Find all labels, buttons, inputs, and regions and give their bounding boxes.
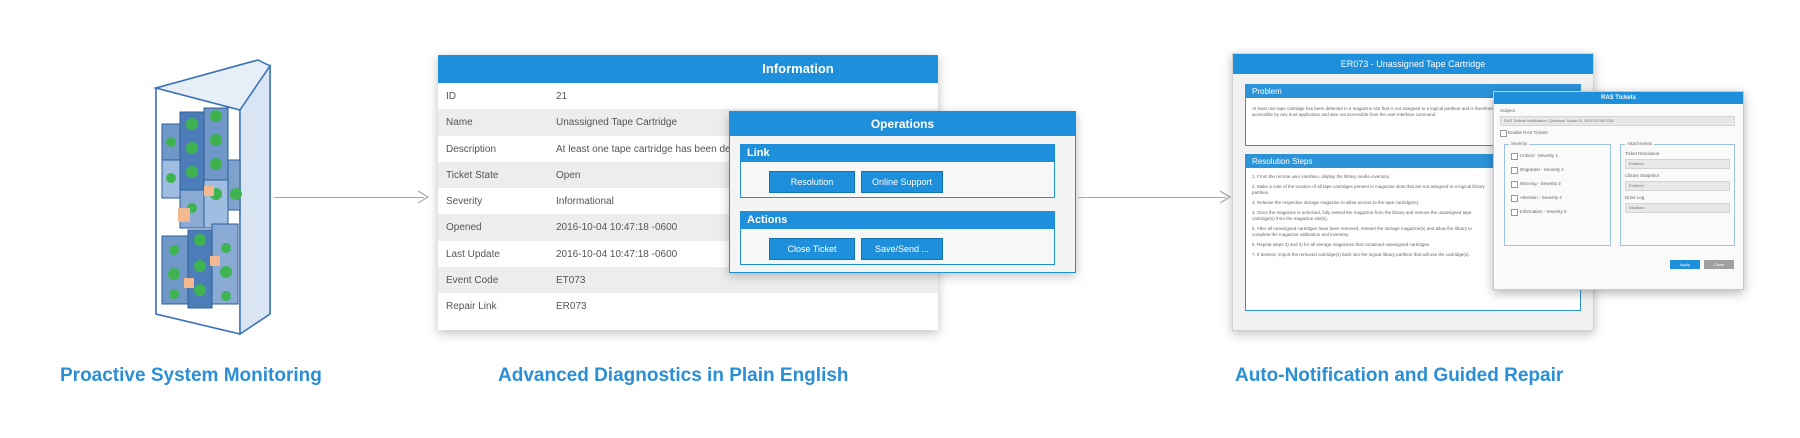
apply-button[interactable]: Apply <box>1670 260 1700 269</box>
server-rack-illustration <box>140 52 280 342</box>
severity-checkbox[interactable] <box>1511 153 1518 160</box>
info-value: 21 <box>556 91 568 102</box>
severity-checkbox[interactable] <box>1511 167 1518 174</box>
enable-checkbox[interactable] <box>1500 130 1507 137</box>
actions-group-title: Actions <box>741 212 1054 229</box>
severity-title: Severity <box>1509 141 1530 147</box>
enable-label: Enable RAS Tickets <box>1508 130 1548 135</box>
severity-label: Degraded - Severity 2 <box>1520 167 1564 172</box>
resolution-step: 1. From the remote user interface, displ… <box>1252 174 1391 179</box>
resolution-step: 7. If desired, import the removed cartri… <box>1252 252 1470 257</box>
operations-panel: Operations Link Resolution Online Suppor… <box>729 111 1076 273</box>
severity-label: Warning - Severity 3 <box>1520 181 1561 186</box>
link-group-title: Link <box>741 145 1054 162</box>
caption-diagnostics: Advanced Diagnostics in Plain English <box>498 365 849 386</box>
info-key: Ticket State <box>446 169 499 181</box>
ticket-resolution-select[interactable]: Enabled <box>1625 159 1730 169</box>
subject-label: Subject <box>1500 108 1516 113</box>
info-key: Repair Link <box>446 301 497 313</box>
info-key: Opened <box>446 222 482 234</box>
severity-checkbox[interactable] <box>1511 181 1518 188</box>
resolution-button[interactable]: Resolution <box>769 171 855 193</box>
arrow-right-icon <box>417 190 430 204</box>
severity-checkbox[interactable] <box>1511 209 1518 216</box>
ras-tickets-dialog: RAS Tickets Subject RAS Tickets Notifica… <box>1493 91 1744 290</box>
resolution-step: 5. After all unassigned cartridges have … <box>1252 226 1472 237</box>
resolution-step: 2. Make a note of the location of all ta… <box>1252 184 1485 195</box>
close-button[interactable]: Close <box>1704 260 1734 269</box>
info-key: Description <box>446 143 497 155</box>
info-key: Event Code <box>446 275 499 287</box>
library-snapshot-select[interactable]: Enabled <box>1625 181 1730 191</box>
info-value: ET073 <box>556 275 586 287</box>
link-group: Link Resolution Online Support <box>740 144 1055 198</box>
severity-label: Critical - Severity 1 <box>1520 153 1558 158</box>
info-value: Informational <box>556 196 614 208</box>
save-send-button[interactable]: Save/Send ... <box>861 238 943 260</box>
resolution-step: 6. Repeat steps 3) and 4) for all storag… <box>1252 242 1431 247</box>
info-row: Repair Link ER073 <box>438 293 938 320</box>
info-value: Open <box>556 169 581 181</box>
repair-title: ER073 - Unassigned Tape Cartridge <box>1233 54 1593 74</box>
arrow-line <box>274 197 424 198</box>
info-key: Severity <box>446 196 483 208</box>
severity-checkbox[interactable] <box>1511 195 1518 202</box>
resolution-steps-list: 1. From the remote user interface, displ… <box>1246 168 1580 258</box>
info-key: Last Update <box>446 248 500 260</box>
information-title: Information <box>438 55 938 83</box>
attachments-group: Attachments Ticket Resolution Enabled Li… <box>1620 141 1735 246</box>
severity-label: Attention - Severity 4 <box>1520 195 1562 200</box>
drive-log-select[interactable]: Disabled <box>1625 203 1730 213</box>
resolution-step: 3. Release the respective storage magazi… <box>1252 200 1420 205</box>
online-support-button[interactable]: Online Support <box>861 171 943 193</box>
subject-field[interactable]: RAS Tickets Notification: Quantum Scalar… <box>1500 116 1735 126</box>
severity-label: Information - Severity 5 <box>1520 209 1567 214</box>
caption-notification: Auto-Notification and Guided Repair <box>1235 365 1564 386</box>
arrow-right-icon <box>1219 190 1232 204</box>
info-key: Name <box>446 117 473 129</box>
info-value: At least one tape cartridge has been det… <box>556 143 896 155</box>
ticket-resolution-label: Ticket Resolution <box>1625 151 1660 156</box>
problem-text: At least one tape cartridge has been det… <box>1252 106 1501 117</box>
info-value: Unassigned Tape Cartridge <box>556 117 678 129</box>
arrow-line <box>1078 197 1226 198</box>
operations-title: Operations <box>730 112 1075 136</box>
info-key: ID <box>446 91 456 102</box>
attachments-title: Attachments <box>1625 141 1655 147</box>
severity-group: Severity Critical - Severity 1 Degraded -… <box>1504 141 1611 246</box>
caption-monitoring: Proactive System Monitoring <box>60 365 322 386</box>
info-row: ID 21 <box>438 83 938 110</box>
drive-log-label: Drive Log <box>1625 195 1645 200</box>
info-value: ER073 <box>556 301 587 313</box>
resolution-step: 4. Once the magazine is unlocked, fully … <box>1252 210 1472 221</box>
library-snapshot-label: Library Snapshot <box>1625 173 1660 178</box>
ras-tickets-title: RAS Tickets <box>1494 92 1743 104</box>
actions-group: Actions Close Ticket Save/Send ... <box>740 211 1055 265</box>
info-value: 2016-10-04 10:47:18 -0600 <box>556 222 678 234</box>
close-ticket-button[interactable]: Close Ticket <box>769 238 855 260</box>
info-value: 2016-10-04 10:47:18 -0600 <box>556 248 678 260</box>
